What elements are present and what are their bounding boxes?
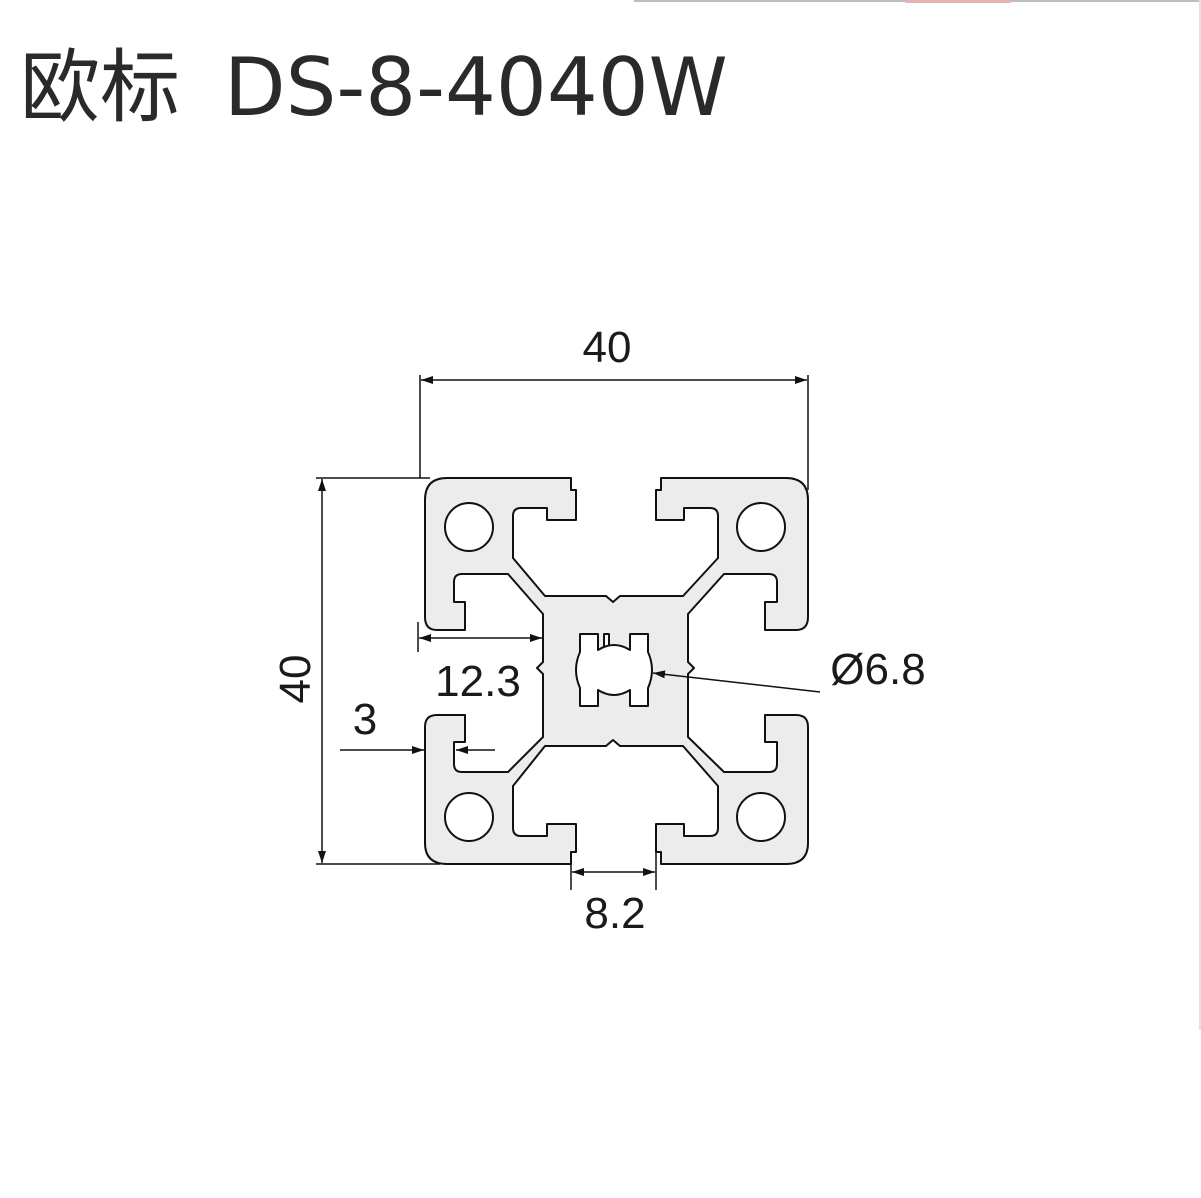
corner-hole-bottom-left bbox=[444, 792, 494, 842]
corner-hole-bottom-right bbox=[736, 792, 786, 842]
corner-hole-top-left bbox=[444, 502, 494, 552]
slot-width-dimension-label: 8.2 bbox=[584, 889, 645, 938]
slot-depth-dimension-label: 12.3 bbox=[435, 657, 521, 706]
hole-leader-line bbox=[652, 670, 821, 693]
title-model: DS-8-4040W bbox=[224, 41, 728, 134]
page-right-border bbox=[1199, 0, 1201, 1030]
title-standard: 欧标 bbox=[20, 41, 180, 134]
center-hole-profile bbox=[575, 633, 653, 707]
width-dimension-label: 40 bbox=[583, 323, 632, 372]
height-dimension-label: 40 bbox=[271, 655, 320, 704]
wall-dimension-label: 3 bbox=[353, 695, 377, 744]
page-top-marker bbox=[905, 0, 1011, 3]
hole-diameter-label: Ø6.8 bbox=[830, 645, 925, 694]
corner-hole-top-right bbox=[736, 502, 786, 552]
